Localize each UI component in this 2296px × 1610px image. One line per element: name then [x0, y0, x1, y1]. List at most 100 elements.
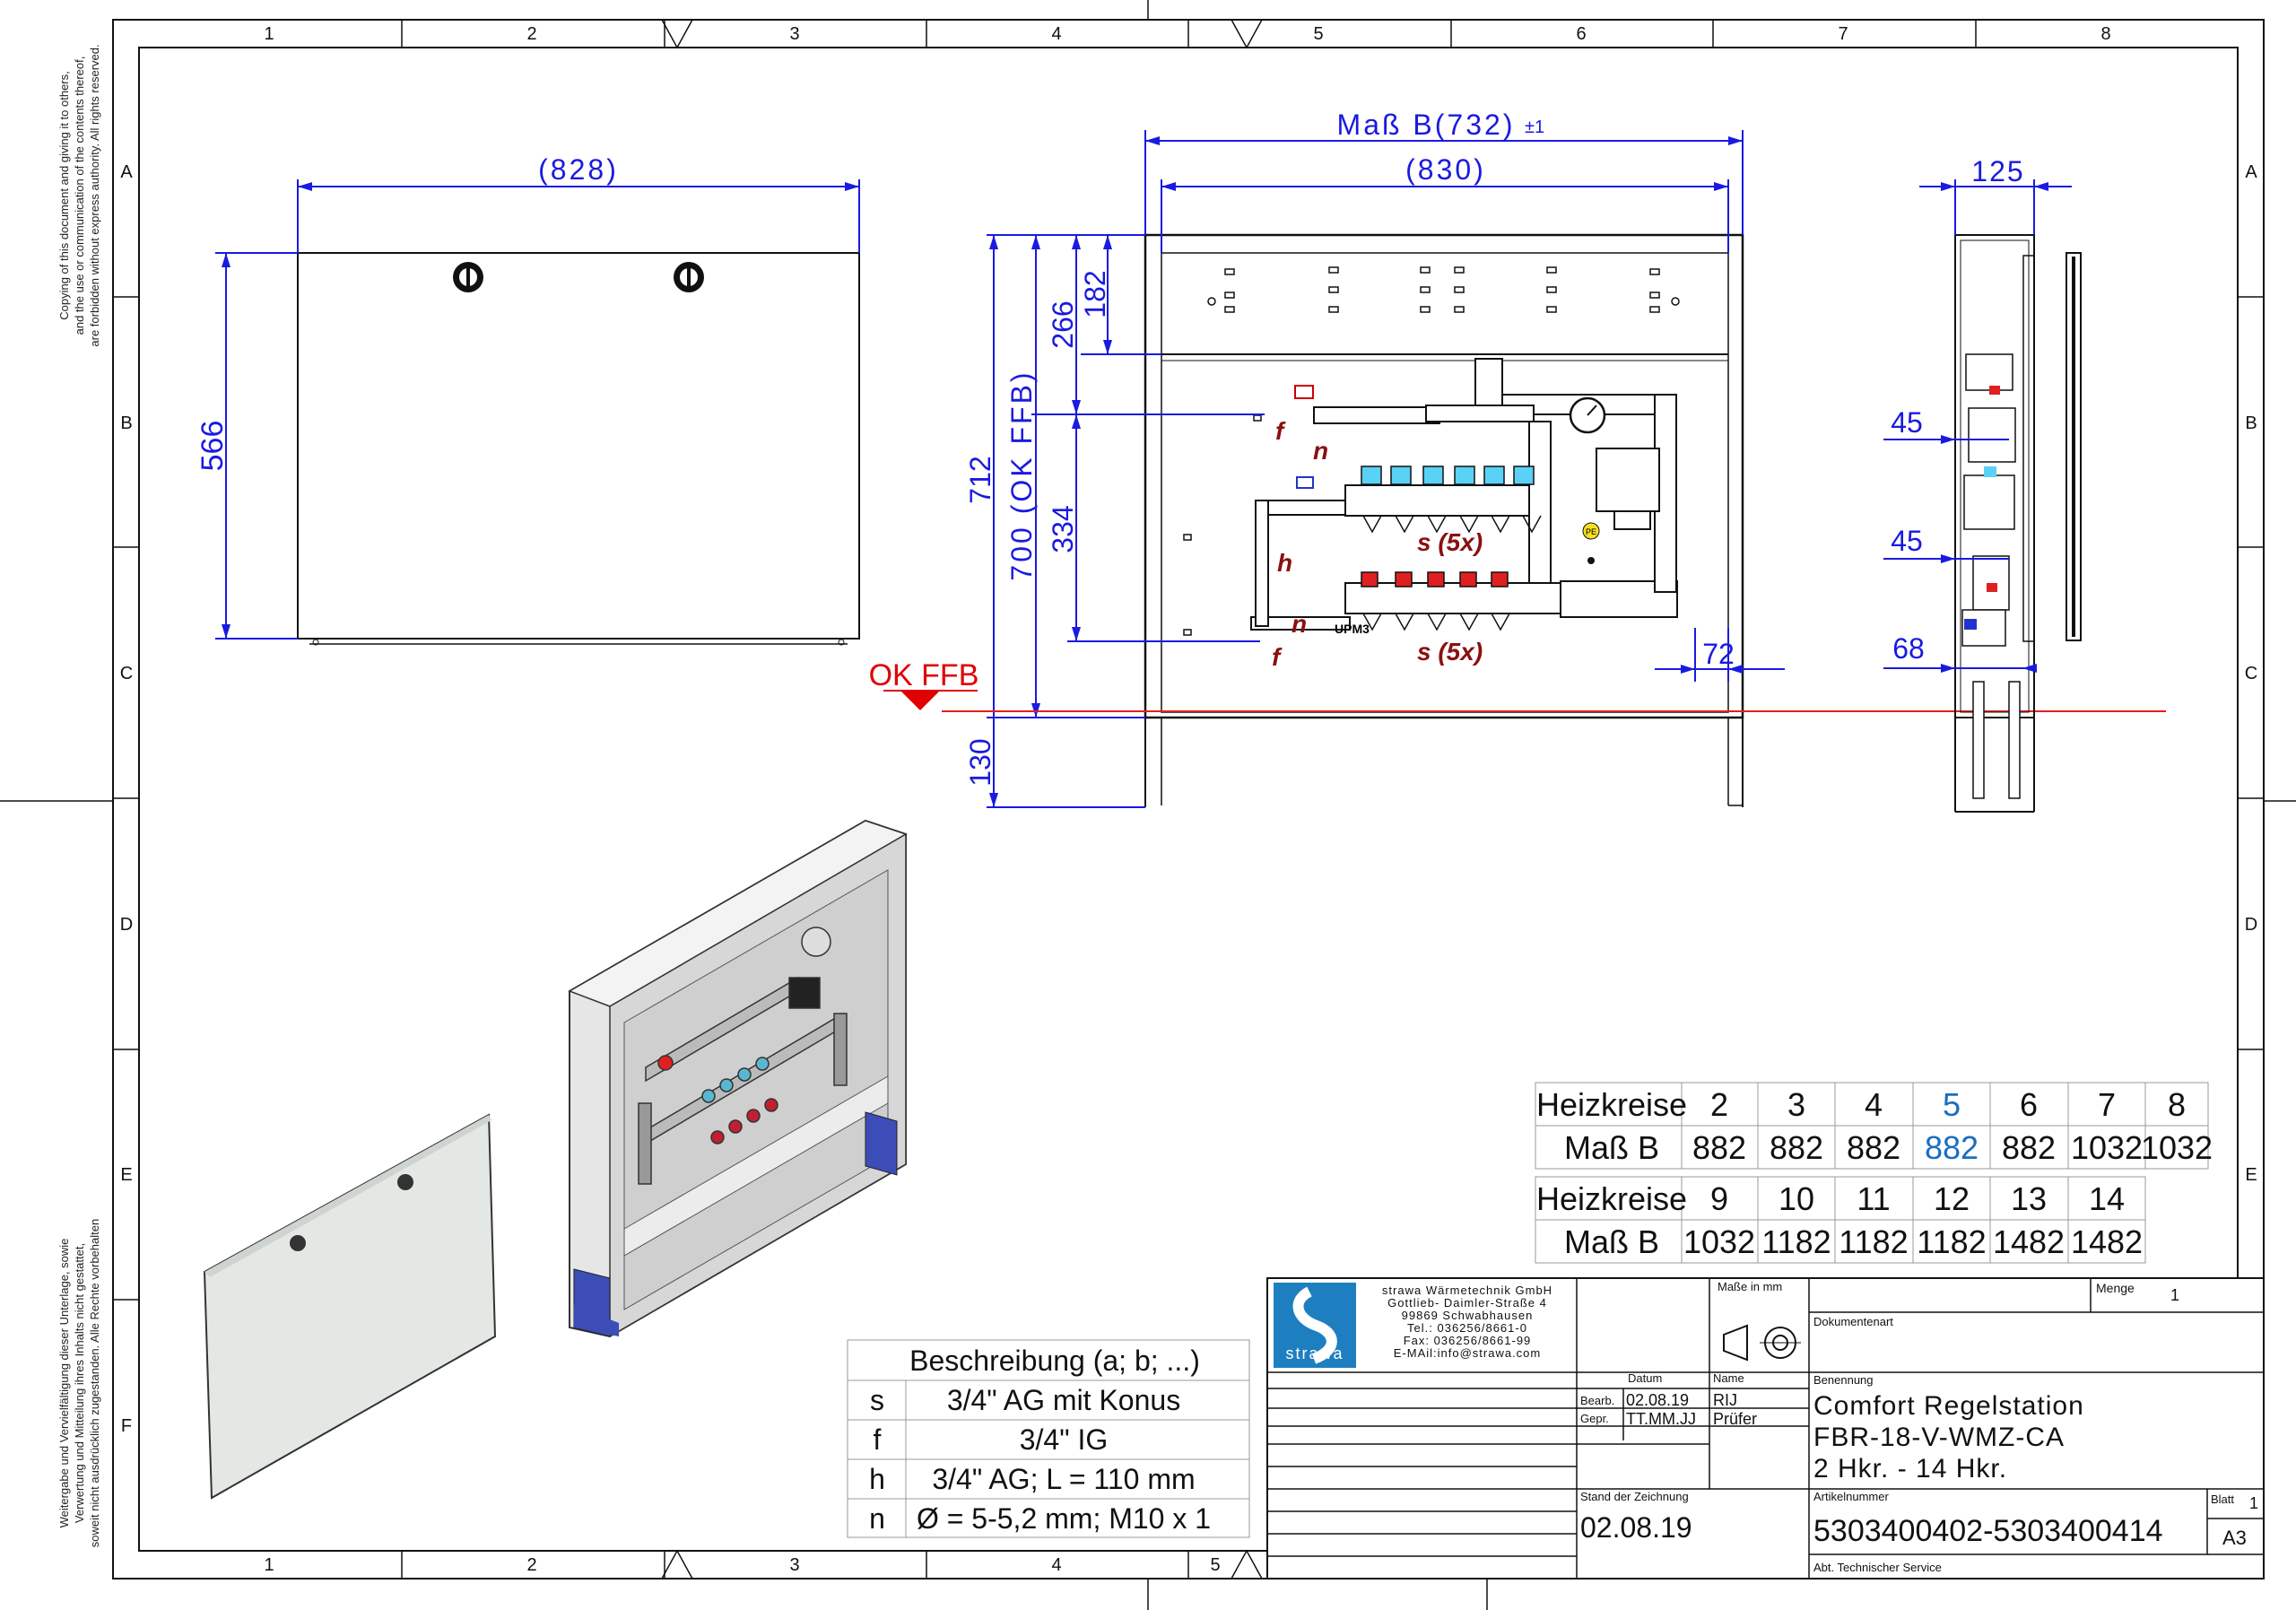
- description-key: f: [874, 1423, 882, 1456]
- col-label-top: 4: [1051, 24, 1061, 44]
- ok-ffb-label: OK FFB: [869, 658, 979, 692]
- table-a-cell: 882: [1692, 1129, 1746, 1166]
- bearb-label: Bearb.: [1580, 1394, 1614, 1407]
- label-s-top: s (5x): [1417, 528, 1483, 556]
- table-a-cell: 6: [2020, 1086, 2038, 1123]
- dim-72: 72: [1702, 638, 1735, 670]
- heizkreise-table-b: Heizkreise 9 10 11 12 13 14 Maß B 1032 1…: [1535, 1176, 2146, 1264]
- drawing-title-1: Comfort Regelstation: [1813, 1391, 2084, 1421]
- col-label-top: 3: [789, 24, 799, 44]
- dim-130: 130: [964, 738, 996, 786]
- table-b-cell: 9: [1710, 1180, 1728, 1217]
- col-label-bottom: 1: [264, 1555, 274, 1575]
- table-a-cell: 882: [1847, 1129, 1900, 1166]
- dim-door-height: 566: [196, 421, 230, 472]
- cabinet-front-view: PE UPM3 f n h n f s (5x) s (5x) Maß B(73…: [869, 109, 2166, 808]
- company-line: Gottlieb- Daimler-Straße 4: [1387, 1296, 1547, 1310]
- row-label-right: D: [2245, 915, 2257, 935]
- bearb-date: 02.08.19: [1626, 1391, 1689, 1409]
- masse-label: Maße in mm: [1718, 1280, 1782, 1293]
- dim-mass-b: Maß B(732): [1337, 109, 1516, 141]
- isometric-cabinet-render: [203, 819, 908, 1500]
- stand-value: 02.08.19: [1580, 1511, 1692, 1544]
- copyright-note-en: are forbidden without express authority.…: [88, 44, 101, 346]
- col-label-top: 2: [526, 24, 536, 44]
- title-block: strawa strawa Wärmetechnik GmbH Gottlieb…: [1266, 1277, 2265, 1580]
- row-label-left: F: [121, 1416, 132, 1436]
- table-a-cell: 1032: [2071, 1129, 2143, 1166]
- table-a-cell: 3: [1787, 1086, 1805, 1123]
- gepr-label: Gepr.: [1580, 1412, 1609, 1425]
- cabinet-side-view: 125 45 45 68: [1883, 155, 2082, 813]
- table-b-cell: 1182: [1761, 1223, 1831, 1260]
- dim-334: 334: [1047, 505, 1079, 553]
- label-h: h: [1277, 549, 1292, 577]
- format-value: A3: [2222, 1527, 2247, 1549]
- col-label-bottom: 3: [789, 1555, 799, 1575]
- pump-label: UPM3: [1335, 622, 1370, 636]
- door-lock-icon: [453, 262, 483, 292]
- description-value: Ø = 5-5,2 mm; M10 x 1: [917, 1502, 1211, 1535]
- table-a-cell-highlight: 5: [1943, 1086, 1961, 1123]
- door-lock-icon: [290, 1235, 306, 1251]
- table-a-cell: 2: [1710, 1086, 1728, 1123]
- col-label-bottom: 2: [526, 1555, 536, 1575]
- row-label-left: D: [120, 915, 133, 935]
- benennung-label: Benennung: [1813, 1373, 1874, 1387]
- description-table: Beschreibung (a; b; ...) s 3/4" AG mit K…: [847, 1339, 1250, 1538]
- label-f: f: [1272, 643, 1283, 671]
- description-value: 3/4" IG: [1020, 1423, 1109, 1456]
- label-f: f: [1275, 417, 1286, 445]
- row-label-left: C: [120, 664, 133, 683]
- table-b-cell: 1182: [1917, 1223, 1986, 1260]
- description-value: 3/4" AG; L = 110 mm: [932, 1463, 1195, 1495]
- dim-182: 182: [1079, 270, 1111, 318]
- table-a-header: Maß B: [1564, 1129, 1659, 1166]
- table-b-cell: 13: [2011, 1180, 2047, 1217]
- drawing-title-2: FBR-18-V-WMZ-CA: [1813, 1423, 2065, 1452]
- description-header: Beschreibung (a; b; ...): [909, 1345, 1200, 1377]
- dim-125: 125: [1971, 155, 2024, 187]
- table-b-header: Heizkreise: [1536, 1180, 1687, 1217]
- table-a-cell: 7: [2098, 1086, 2116, 1123]
- table-a-cell-highlight: 882: [1925, 1129, 1979, 1166]
- row-label-left: A: [120, 162, 133, 182]
- table-b-cell: 1482: [2071, 1223, 2143, 1260]
- gepr-date: TT.MM.JJ: [1626, 1410, 1696, 1428]
- company-line: E-MAil:info@strawa.com: [1394, 1346, 1542, 1360]
- dim-door-width: (828): [538, 153, 619, 186]
- pe-label: PE: [1586, 527, 1596, 536]
- col-label-top: 1: [264, 24, 274, 44]
- row-label-left: B: [120, 413, 132, 433]
- datum-label: Datum: [1628, 1371, 1662, 1385]
- table-a-cell: 882: [1770, 1129, 1823, 1166]
- blatt-label: Blatt: [2211, 1493, 2234, 1506]
- copyright-note-de: soweit nicht ausdrücklich zugestanden. A…: [88, 1219, 101, 1547]
- table-b-cell: 10: [1779, 1180, 1814, 1217]
- label-n: n: [1313, 437, 1328, 465]
- strawa-logo: strawa: [1274, 1283, 1356, 1368]
- description-key: h: [869, 1463, 885, 1495]
- row-label-right: C: [2245, 664, 2257, 683]
- table-a-cell: 8: [2168, 1086, 2186, 1123]
- copyright-note-en: and the use or communication of the cont…: [73, 57, 86, 335]
- table-b-cell: 1032: [1683, 1223, 1755, 1260]
- col-label-top: 6: [1576, 24, 1586, 44]
- dokumentenart-label: Dokumentenart: [1813, 1315, 1893, 1328]
- dim-45-upper: 45: [1891, 406, 1923, 439]
- logo-wordmark: strawa: [1285, 1345, 1344, 1362]
- dim-mass-b-tolerance: ±1: [1525, 117, 1544, 137]
- menge-label: Menge: [2096, 1281, 2135, 1295]
- gepr-name: Prüfer: [1713, 1410, 1757, 1428]
- stand-label: Stand der Zeichnung: [1580, 1490, 1689, 1503]
- table-b-cell: 12: [1934, 1180, 1970, 1217]
- heizkreise-table-a: Heizkreise 2 3 4 5 6 7 8 Maß B 882 882 8…: [1535, 1082, 2213, 1170]
- dim-45-lower: 45: [1891, 525, 1923, 557]
- bearb-name: RIJ: [1713, 1391, 1737, 1409]
- dim-700-ok-ffb: 700 (OK FFB): [1005, 370, 1038, 580]
- blatt-value: 1: [2249, 1494, 2258, 1512]
- label-n: n: [1292, 610, 1307, 638]
- table-a-header: Heizkreise: [1536, 1086, 1687, 1123]
- description-key: n: [869, 1502, 885, 1535]
- dim-266: 266: [1047, 300, 1079, 348]
